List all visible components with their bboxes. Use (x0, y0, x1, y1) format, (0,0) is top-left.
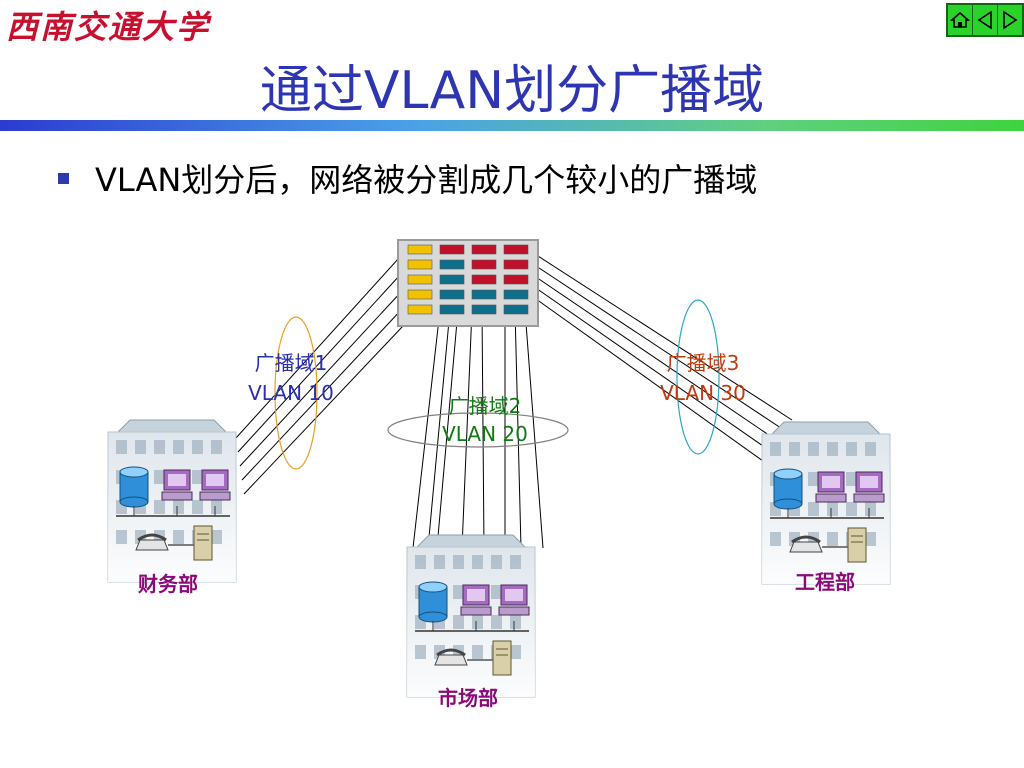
department-engineering: 工程部 (795, 570, 855, 594)
server-icon (492, 640, 512, 676)
cable-vlan10 (237, 262, 412, 453)
cable-vlan10 (243, 307, 421, 495)
cable-vlan30 (526, 259, 791, 435)
database-icon (119, 466, 149, 508)
cable-vlan30 (523, 246, 793, 421)
cable-vlan20 (514, 309, 522, 549)
computer-icon (460, 584, 492, 616)
switch-port (439, 244, 465, 255)
switch-port (407, 259, 433, 270)
switch-port (407, 304, 433, 315)
department-finance: 财务部 (138, 572, 198, 596)
bullet-marker (58, 172, 69, 184)
computer-icon (199, 469, 231, 501)
switch-port (471, 259, 497, 270)
switch-port (503, 274, 529, 285)
broadcast-domain-2-ellipse (387, 412, 569, 448)
bullet-text: VLAN划分后，网络被分割成几个较小的广播域 (95, 161, 758, 199)
switch-port (439, 274, 465, 285)
phone-icon (135, 533, 169, 551)
switch-port (439, 289, 465, 300)
broadcast-domain-1-ellipse (274, 316, 318, 470)
phone-icon (789, 535, 823, 553)
department-marketing: 市场部 (438, 686, 498, 710)
prev-icon[interactable] (973, 5, 998, 35)
phone-icon (434, 648, 468, 666)
switch-port (503, 304, 529, 315)
switch-port (471, 274, 497, 285)
switch-port (471, 289, 497, 300)
computer-icon (161, 469, 193, 501)
switch-port (407, 274, 433, 285)
switch-port (471, 304, 497, 315)
title-divider (0, 120, 1024, 131)
switch-port (407, 289, 433, 300)
switch (397, 239, 539, 327)
database-icon (418, 581, 448, 623)
cable-vlan20 (524, 309, 544, 549)
next-icon[interactable] (998, 5, 1022, 35)
switch-port (471, 244, 497, 255)
domain-1-vlan: VLAN 10 (248, 381, 334, 405)
domain-3-vlan: VLAN 30 (660, 381, 746, 405)
slide-title: 通过VLAN划分广播域 (259, 61, 765, 121)
server-icon (847, 527, 867, 563)
switch-port (503, 289, 529, 300)
domain-1-name: 广播域1 (255, 351, 328, 375)
computer-icon (853, 471, 885, 503)
switch-port (439, 259, 465, 270)
building-finance (107, 419, 237, 583)
cable-vlan10 (239, 277, 415, 467)
domain-2-name: 广播域2 (449, 394, 522, 418)
cable-vlan20 (481, 309, 485, 549)
switch-port (503, 259, 529, 270)
database-icon (773, 468, 803, 510)
server-icon (193, 525, 213, 561)
cable-vlan30 (535, 298, 785, 477)
university-logo: 西南交通大学 (6, 8, 211, 46)
cable-vlan20 (436, 309, 459, 549)
domain-3-name: 广播域3 (667, 351, 740, 375)
domain-2-vlan: VLAN 20 (442, 422, 528, 446)
computer-icon (498, 584, 530, 616)
network-cables (235, 246, 793, 549)
cable-vlan30 (529, 272, 789, 449)
home-icon[interactable] (948, 5, 973, 35)
switch-port (439, 304, 465, 315)
cable-vlan30 (532, 285, 787, 463)
slide-navigation (946, 3, 1024, 37)
cable-vlan20 (461, 309, 473, 549)
cable-vlan20 (412, 309, 441, 549)
building-marketing (406, 534, 536, 698)
bullet-item: VLAN划分后，网络被分割成几个较小的广播域 (58, 155, 757, 201)
building-engineering (761, 421, 891, 585)
cable-vlan10 (235, 247, 409, 439)
cable-vlan10 (241, 292, 418, 481)
broadcast-domain-3-ellipse (676, 299, 720, 455)
computer-icon (815, 471, 847, 503)
switch-port (407, 244, 433, 255)
cable-vlan20 (427, 309, 451, 549)
switch-port (503, 244, 529, 255)
